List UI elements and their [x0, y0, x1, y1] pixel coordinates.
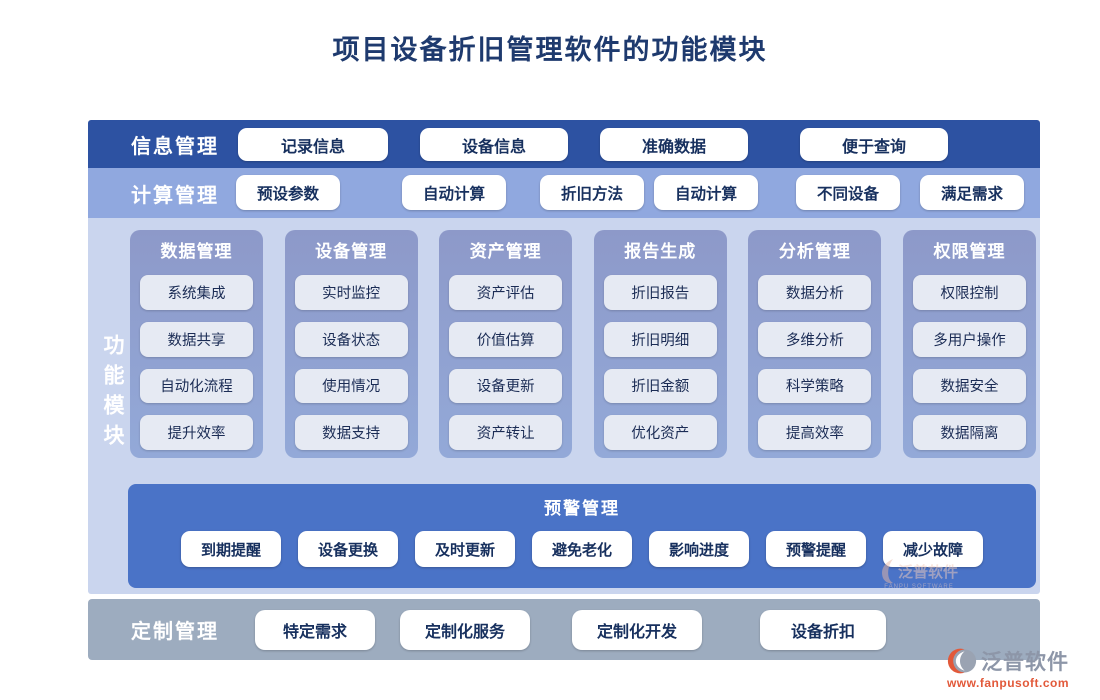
custom-management-row: 定制管理 特定需求 定制化服务 定制化开发 设备折扣	[88, 599, 1040, 660]
warning-management-panel: 预警管理 到期提醒 设备更换 及时更新 避免老化 影响进度 预警提醒 减少故障 …	[128, 484, 1036, 590]
info-pill: 设备信息	[420, 128, 568, 161]
watermark-subtext: FANPU SOFTWARE	[884, 584, 954, 590]
group-item: 折旧报告	[603, 275, 717, 310]
group-item: 使用情况	[294, 368, 408, 404]
group-item: 提高效率	[758, 415, 872, 450]
group-title: 资产管理	[469, 242, 542, 261]
custom-pill: 特定需求	[255, 610, 375, 650]
group-item: 折旧明细	[603, 321, 717, 357]
warning-pill: 减少故障	[883, 531, 984, 567]
warning-pill: 及时更新	[414, 531, 515, 567]
custom-row-label: 定制管理	[131, 621, 219, 643]
group-data-management: 数据管理 系统集成 数据共享 自动化流程 提升效率	[130, 230, 263, 458]
fanpu-branding: 泛普软件 www.fanpusoft.com	[928, 646, 1088, 690]
group-item: 自动化流程	[140, 368, 253, 404]
group-item: 提升效率	[140, 415, 253, 450]
custom-pill: 定制化服务	[400, 610, 530, 650]
info-management-row: 信息管理 记录信息 设备信息 准确数据 便于查询	[88, 120, 1040, 168]
warning-items: 到期提醒 设备更换 及时更新 避免老化 影响进度 预警提醒 减少故障	[128, 531, 1036, 567]
group-item: 权限控制	[912, 275, 1026, 310]
group-item: 数据安全	[912, 368, 1026, 404]
diagram-title: 项目设备折旧管理软件的功能模块	[332, 35, 768, 65]
calc-pill: 自动计算	[402, 175, 506, 210]
group-item: 数据分析	[758, 275, 872, 310]
diagram-stage: 信息管理 记录信息 设备信息 准确数据 便于查询 计算管理 预设参数 自动计算 …	[88, 120, 1040, 660]
fanpu-logo-icon	[947, 648, 977, 674]
warning-pill: 设备更换	[297, 531, 398, 567]
group-item: 价值估算	[449, 321, 563, 357]
info-pill: 便于查询	[800, 128, 948, 161]
group-item: 科学策略	[758, 368, 872, 404]
group-permission-management: 权限管理 权限控制 多用户操作 数据安全 数据隔离	[902, 230, 1036, 458]
group-item: 优化资产	[603, 415, 717, 450]
group-equipment-management: 设备管理 实时监控 设备状态 使用情况 数据支持	[284, 230, 418, 458]
group-item: 设备状态	[294, 321, 408, 357]
calc-pill: 预设参数	[236, 175, 340, 210]
group-report-generation: 报告生成 折旧报告 折旧明细 折旧金额 优化资产	[593, 230, 727, 458]
group-item: 多维分析	[758, 321, 872, 357]
group-item: 数据隔离	[912, 415, 1026, 450]
group-title: 权限管理	[933, 242, 1006, 261]
group-item: 设备更新	[449, 368, 563, 404]
group-title: 分析管理	[778, 242, 851, 261]
group-item: 资产评估	[449, 275, 563, 310]
group-title: 数据管理	[160, 242, 233, 261]
calc-pill: 自动计算	[654, 175, 758, 210]
calc-management-row: 计算管理 预设参数 自动计算 折旧方法 自动计算 不同设备 满足需求	[88, 168, 1040, 218]
group-title: 报告生成	[624, 242, 697, 261]
info-pill: 记录信息	[238, 128, 388, 161]
module-groups: 数据管理 系统集成 数据共享 自动化流程 提升效率 设备管理 实时监控 设备状态…	[130, 230, 1036, 458]
warning-pill: 影响进度	[649, 531, 750, 567]
calc-pill: 不同设备	[796, 175, 900, 210]
function-modules-board: 功能模块 数据管理 系统集成 数据共享 自动化流程 提升效率 设备管理 实时监控…	[88, 218, 1040, 594]
group-item: 数据支持	[294, 415, 408, 450]
group-asset-management: 资产管理 资产评估 价值估算 设备更新 资产转让	[439, 230, 573, 458]
warning-pill: 到期提醒	[180, 531, 281, 567]
group-analysis-management: 分析管理 数据分析 多维分析 科学策略 提高效率	[748, 230, 882, 458]
group-title: 设备管理	[315, 242, 388, 261]
brand-url: www.fanpusoft.com	[946, 676, 1070, 690]
group-item: 资产转让	[449, 415, 563, 450]
warning-panel-title: 预警管理	[544, 499, 620, 518]
group-item: 多用户操作	[912, 321, 1026, 357]
side-label-function-modules: 功能模块	[101, 334, 124, 454]
custom-pill: 设备折扣	[760, 610, 886, 650]
calc-pill: 折旧方法	[540, 175, 644, 210]
group-item: 实时监控	[294, 275, 408, 310]
info-pill: 准确数据	[600, 128, 748, 161]
calc-pill: 满足需求	[920, 175, 1024, 210]
calc-row-label: 计算管理	[131, 184, 219, 207]
custom-pill: 定制化开发	[572, 610, 702, 650]
warning-pill: 避免老化	[531, 531, 632, 567]
warning-pill: 预警提醒	[766, 531, 867, 567]
group-item: 系统集成	[140, 275, 253, 310]
info-row-label: 信息管理	[131, 135, 219, 158]
group-item: 数据共享	[140, 321, 253, 357]
brand-name: 泛普软件	[981, 651, 1069, 674]
group-item: 折旧金额	[603, 368, 717, 404]
